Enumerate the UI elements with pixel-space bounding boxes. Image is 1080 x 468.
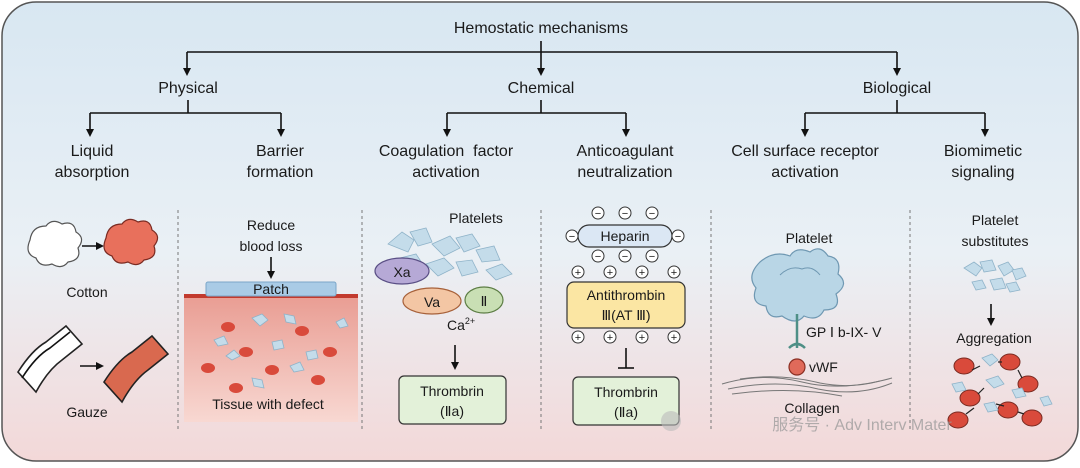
tree-level-2 xyxy=(86,100,989,137)
vwf-label: vWF xyxy=(809,359,838,375)
thrombrin-box-2 xyxy=(572,376,680,426)
calcium-sup: 2+ xyxy=(465,316,475,326)
calcium-label: Ca2+ xyxy=(447,316,475,333)
gauze-label: Gauze xyxy=(66,404,107,420)
mech-liquid-absorption-1: Liquid xyxy=(71,143,114,160)
tissue-block xyxy=(184,296,358,422)
panel-liquid-absorption: Cotton Gauze xyxy=(16,218,170,420)
svg-text:−: − xyxy=(595,208,601,220)
mech-biomimetic-2: signaling xyxy=(951,164,1014,181)
heparin-label: Heparin xyxy=(600,228,649,244)
patch-rect xyxy=(205,281,337,297)
reduce-label-1: Reduce xyxy=(247,217,295,233)
platelet-substitutes-label-1: Platelet xyxy=(972,212,1019,228)
patch-label: Patch xyxy=(253,281,289,297)
collagen-label: Collagen xyxy=(784,400,839,416)
heparin-charges xyxy=(565,206,685,263)
svg-text:−: − xyxy=(622,208,628,220)
soaked-cotton-icon xyxy=(103,218,159,266)
mech-barrier-formation-2: formation xyxy=(247,164,314,181)
svg-text:−: − xyxy=(675,231,681,243)
panel-cell-surface: Platelet GP Ⅰ b-IX- V vWF Collagen xyxy=(721,230,893,416)
reduce-label-2: blood loss xyxy=(239,238,302,254)
gp-receptor-label: GP Ⅰ b-IX- V xyxy=(806,324,882,340)
thrombrin-2-label: Thrombrin xyxy=(594,384,658,400)
mech-anticoagulant-2: neutralization xyxy=(577,164,672,181)
panel-anticoagulant: Heparin − − − − − − − − + + + + + + + + Antithrombi… xyxy=(565,206,686,426)
mech-liquid-absorption-2: absorption xyxy=(55,164,130,181)
antithrombin-charges xyxy=(571,265,681,344)
mech-barrier-formation-1: Barrier xyxy=(256,143,305,160)
svg-text:+: + xyxy=(639,267,645,279)
category-physical: Physical xyxy=(158,80,218,97)
dry-gauze-icon xyxy=(16,324,84,394)
platelets-label: Platelets xyxy=(449,210,503,226)
diagram-title: Hemostatic mechanisms xyxy=(454,20,628,37)
svg-text:+: + xyxy=(607,332,613,344)
vwf-circle xyxy=(788,358,806,376)
panel-biomimetic: Platelet substitutes Aggregation xyxy=(947,212,1053,429)
thrombrin-1-label: Thrombrin xyxy=(420,383,484,399)
thrombrin-box-1 xyxy=(398,375,507,425)
calcium-base: Ca xyxy=(447,317,465,333)
cotton-label: Cotton xyxy=(66,284,107,300)
tissue-defect-label: Tissue with defect xyxy=(212,396,324,412)
svg-text:+: + xyxy=(639,332,645,344)
factor-xa-ellipse xyxy=(374,257,430,285)
category-chemical: Chemical xyxy=(508,80,575,97)
cross-links xyxy=(965,361,1025,415)
antithrombin-sub: Ⅲ(AT Ⅲ) xyxy=(601,307,650,323)
antithrombin-plus-signs: + + + + + + + + xyxy=(575,267,677,344)
dry-cotton-icon xyxy=(27,220,83,268)
platelet-cells xyxy=(213,313,349,389)
thrombrin-1-sub: (Ⅱa) xyxy=(440,403,464,419)
mech-cell-surface-2: activation xyxy=(771,164,839,181)
panel-barrier-formation: Reduce blood loss Patch Tissu xyxy=(184,217,358,422)
antithrombin-label: Antithrombin xyxy=(587,287,666,303)
watermark-icon xyxy=(661,411,681,431)
factor-xa-label: Xa xyxy=(393,264,410,280)
factor-va-ellipse xyxy=(402,287,462,315)
factor-ii-ellipse xyxy=(464,286,504,314)
svg-text:+: + xyxy=(671,332,677,344)
aggregation-label: Aggregation xyxy=(956,330,1032,346)
panel-separators xyxy=(177,210,911,432)
platelet-label: Platelet xyxy=(786,230,833,246)
platelet-substitutes-label-2: substitutes xyxy=(962,233,1029,249)
svg-text:−: − xyxy=(649,208,655,220)
mech-coagulation-1: Coagulation factor xyxy=(379,143,514,160)
blood-cells xyxy=(201,322,337,393)
mech-anticoagulant-1: Anticoagulant xyxy=(577,143,675,160)
svg-text:+: + xyxy=(575,267,581,279)
factor-va-label: Va xyxy=(424,294,440,310)
collagen-fibers xyxy=(721,376,893,397)
activated-platelet-icon xyxy=(751,248,845,322)
svg-text:−: − xyxy=(622,251,628,263)
mech-coagulation-2: activation xyxy=(412,164,480,181)
platelet-substitutes-cluster xyxy=(963,259,1027,293)
aggregated-platelets xyxy=(951,353,1053,413)
svg-text:−: − xyxy=(649,251,655,263)
mech-cell-surface-1: Cell surface receptor xyxy=(731,143,879,160)
thrombrin-2-sub: (Ⅱa) xyxy=(614,404,638,420)
panel-coagulation: Platelets Xa Va Ⅱ Ca2+ Thrombrin (Ⅱa) xyxy=(374,210,513,425)
svg-text:+: + xyxy=(671,267,677,279)
svg-text:−: − xyxy=(595,251,601,263)
factor-ii-label: Ⅱ xyxy=(481,293,488,309)
svg-text:+: + xyxy=(607,267,613,279)
heparin-minus-signs: − − − − − − − − xyxy=(569,208,681,263)
antithrombin-box xyxy=(566,281,686,329)
mech-biomimetic-1: Biomimetic xyxy=(944,143,1022,160)
tree-level-1 xyxy=(183,41,901,76)
watermark-text: 服务号 · Adv Interv Mater xyxy=(772,416,952,434)
svg-text:−: − xyxy=(569,231,575,243)
svg-text:+: + xyxy=(575,332,581,344)
category-biological: Biological xyxy=(863,80,931,97)
soaked-gauze-icon xyxy=(102,334,170,404)
